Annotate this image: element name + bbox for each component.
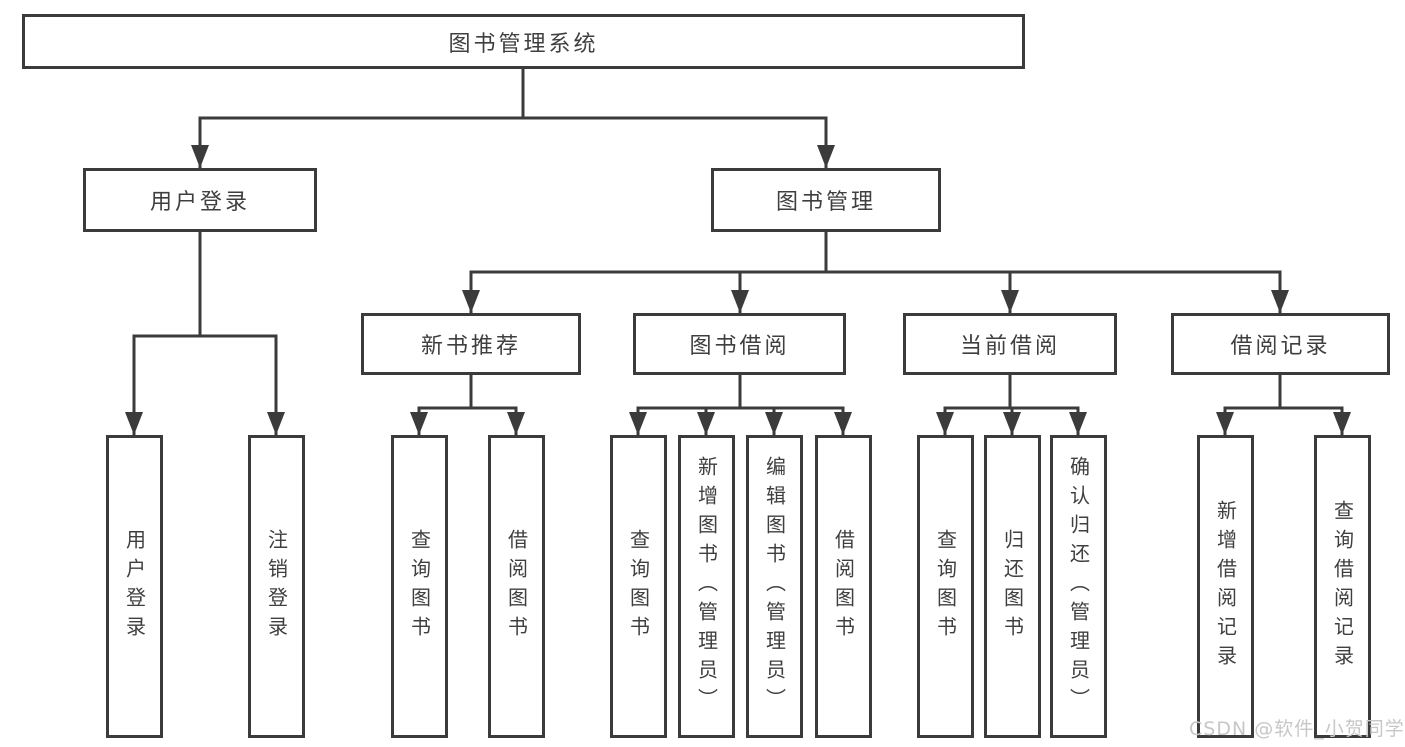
node-new-book-recommend: 新书推荐: [361, 313, 581, 375]
node-label: 图书管理: [775, 190, 876, 215]
watermark: CSDN @软件_小贺同学: [1189, 718, 1405, 740]
arrow-down-icon: [125, 412, 143, 435]
leaf-user-login: 用户登录: [106, 435, 163, 738]
arrow-down-icon: [731, 290, 749, 313]
node-user-login: 用户登录: [83, 168, 317, 232]
leaf-add-borrow-record: 新增借阅记录: [1197, 435, 1254, 738]
arrow-down-icon: [629, 412, 647, 435]
leaf-borrow-books-recommend: 借阅图书: [488, 435, 545, 738]
leaf-edit-book-admin: 编辑图书（管理员）: [746, 435, 803, 738]
connector-records-to-leaves: [1223, 375, 1344, 435]
arrow-down-icon: [936, 412, 954, 435]
arrow-down-icon: [1001, 290, 1019, 313]
arrow-down-icon: [191, 145, 209, 168]
leaf-query-books-current: 查询图书: [917, 435, 974, 738]
arrow-down-icon: [834, 412, 852, 435]
leaf-query-borrow-record: 查询借阅记录: [1314, 435, 1371, 738]
arrow-down-icon: [765, 412, 783, 435]
connector-bookmgmt-to-level3: [469, 232, 1282, 313]
node-label: 用户登录: [122, 528, 147, 645]
leaf-borrow-books-borrow: 借阅图书: [815, 435, 872, 738]
node-label: 查询图书: [626, 528, 651, 645]
arrow-down-icon: [507, 412, 525, 435]
connector-root-to-level2: [198, 69, 828, 168]
node-root-system: 图书管理系统: [22, 14, 1025, 69]
leaf-query-books-recommend: 查询图书: [391, 435, 448, 738]
node-label: 借阅图书: [831, 528, 856, 645]
node-label: 查询借阅记录: [1330, 499, 1355, 674]
arrow-down-icon: [1003, 412, 1021, 435]
leaf-return-books: 归还图书: [984, 435, 1041, 738]
node-label: 新增图书（管理员）: [694, 456, 719, 717]
node-label: 查询图书: [933, 528, 958, 645]
node-label: 借阅图书: [504, 528, 529, 645]
arrow-down-icon: [462, 290, 480, 313]
node-label: 图书借阅: [689, 334, 790, 359]
arrow-down-icon: [410, 412, 428, 435]
node-label: 编辑图书（管理员）: [762, 456, 787, 717]
connector-recommend-to-leaves: [417, 375, 518, 435]
arrow-down-icon: [1333, 412, 1351, 435]
node-label: 借阅记录: [1230, 334, 1331, 359]
node-book-management: 图书管理: [711, 168, 941, 232]
arrow-down-icon: [697, 412, 715, 435]
node-current-borrow: 当前借阅: [903, 313, 1117, 375]
arrow-down-icon: [1271, 290, 1289, 313]
node-label: 查询图书: [407, 528, 432, 645]
node-label: 用户登录: [149, 190, 250, 215]
arrow-down-icon: [1069, 412, 1087, 435]
node-borrow-records: 借阅记录: [1171, 313, 1390, 375]
node-book-borrow: 图书借阅: [633, 313, 846, 375]
connector-borrow-to-leaves: [636, 375, 845, 435]
connector-current-to-leaves: [943, 375, 1080, 435]
node-label: 确认归还（管理员）: [1066, 456, 1091, 717]
leaf-confirm-return-admin: 确认归还（管理员）: [1050, 435, 1107, 738]
leaf-logout-login: 注销登录: [248, 435, 305, 738]
leaf-add-book-admin: 新增图书（管理员）: [678, 435, 735, 738]
node-label: 图书管理系统: [448, 31, 599, 57]
connector-userlogin-to-leaves: [132, 232, 278, 435]
node-label: 注销登录: [264, 528, 289, 645]
node-label: 归还图书: [1000, 528, 1025, 645]
arrow-down-icon: [1216, 412, 1234, 435]
arrow-down-icon: [267, 412, 285, 435]
node-label: 新增借阅记录: [1213, 499, 1238, 674]
node-label: 当前借阅: [959, 334, 1060, 359]
arrow-down-icon: [817, 145, 835, 168]
leaf-query-books-borrow: 查询图书: [610, 435, 667, 738]
node-label: 新书推荐: [420, 334, 521, 359]
